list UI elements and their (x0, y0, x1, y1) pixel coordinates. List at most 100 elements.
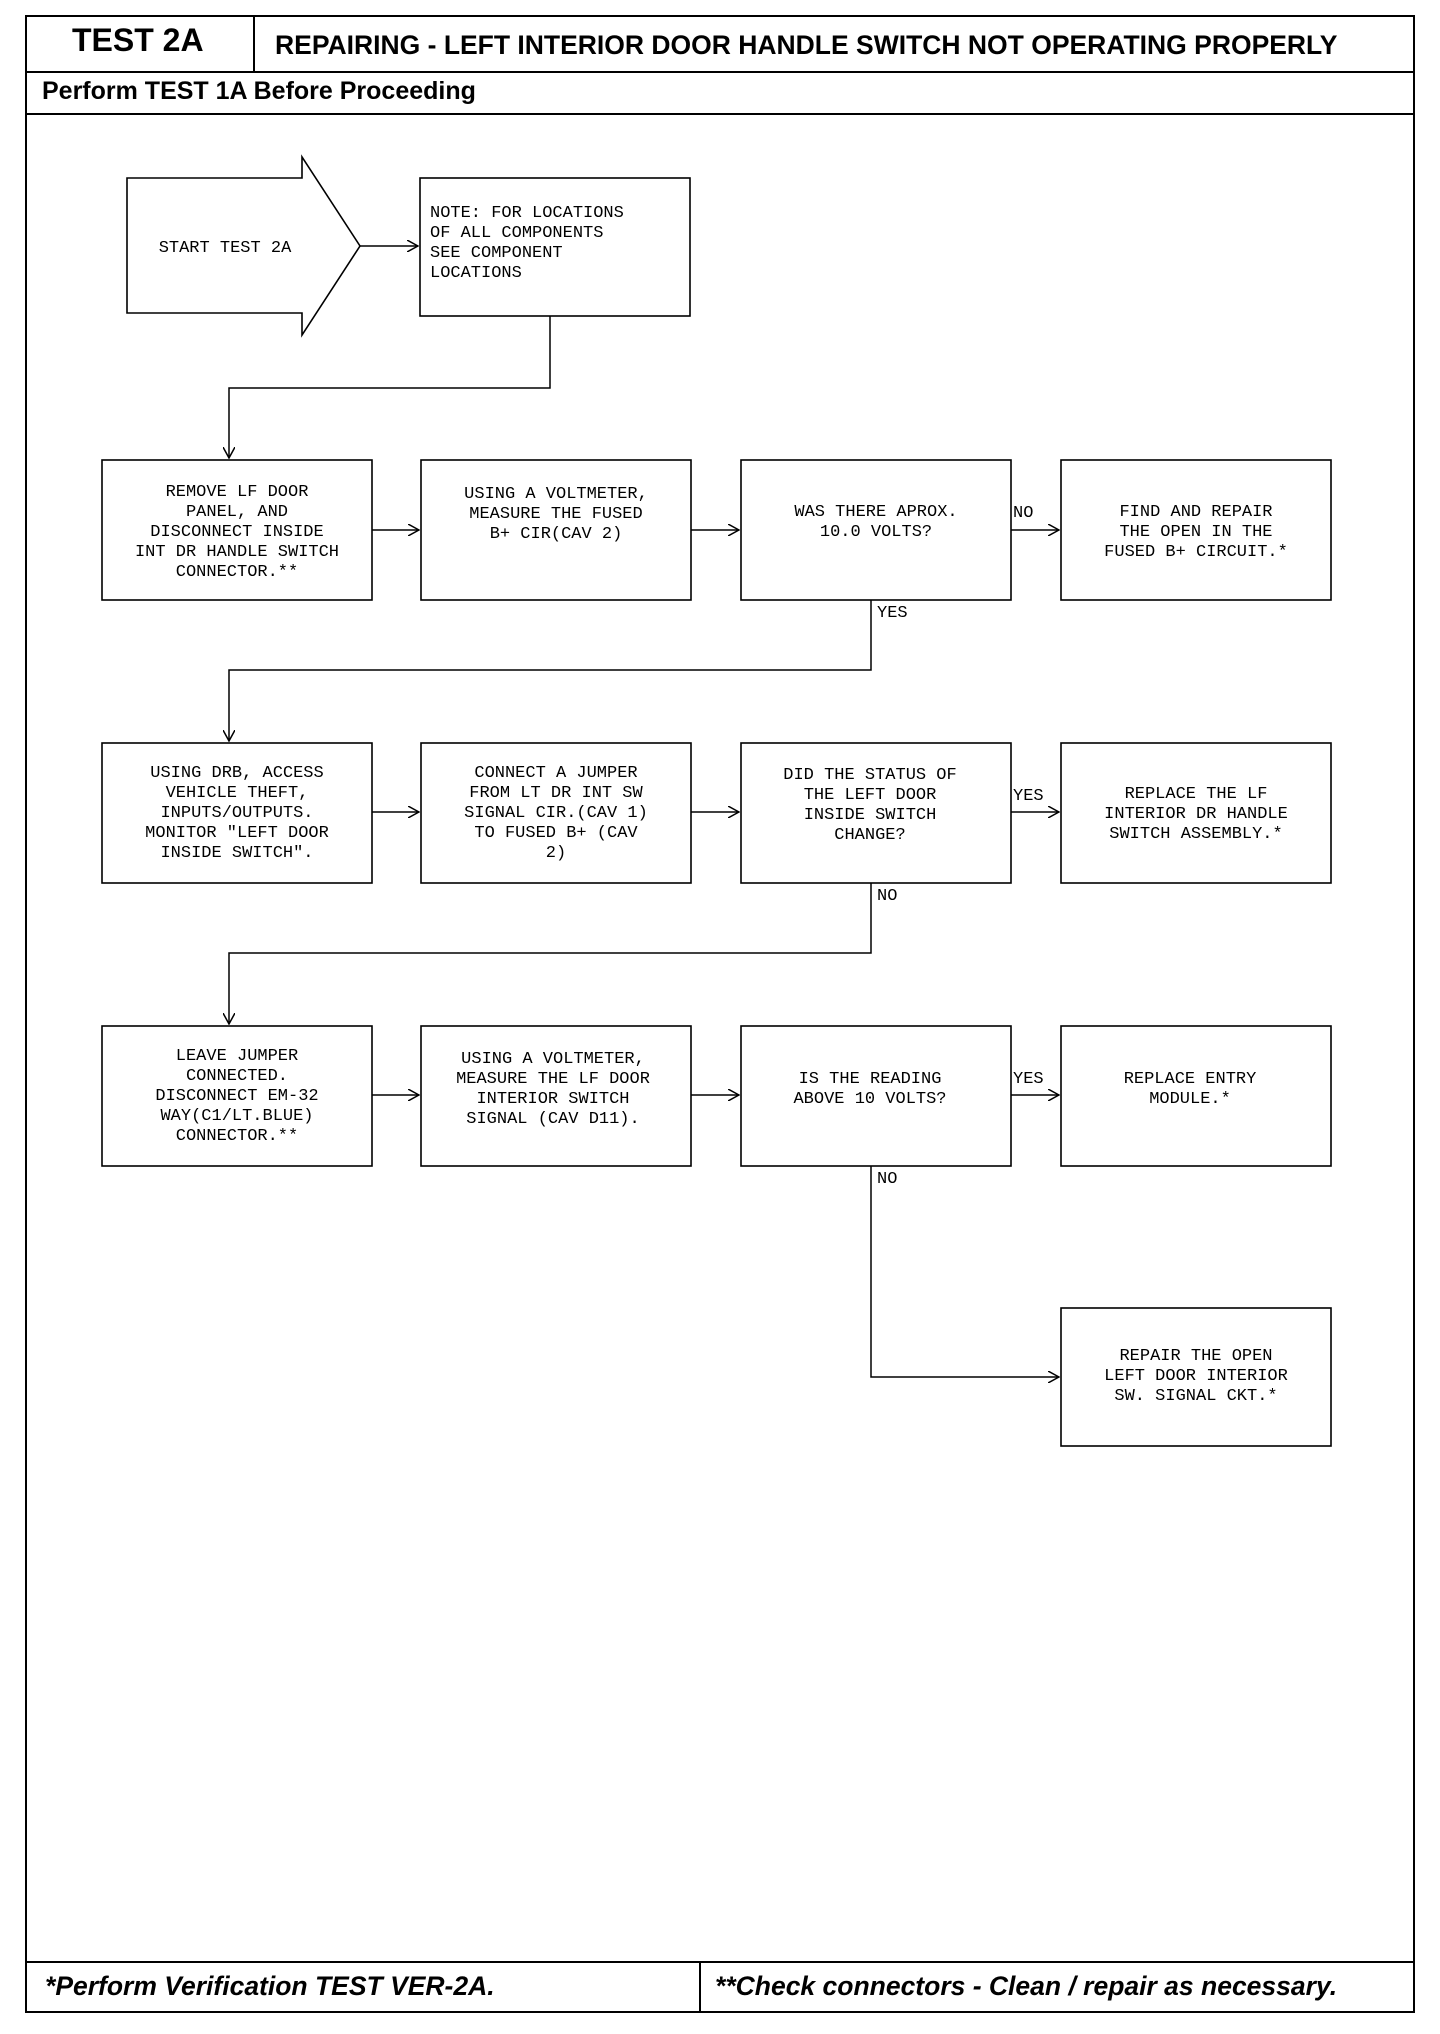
flow-text-line: NOTE: FOR LOCATIONS (430, 204, 624, 223)
flow-text-line: CONNECTOR.** (176, 1127, 298, 1146)
flow-text-line: DISCONNECT EM-32 (155, 1087, 318, 1106)
row2-no-label: NO (877, 887, 897, 906)
flow-text-line: SWITCH ASSEMBLY.* (1109, 825, 1282, 844)
test-id: TEST 2A (72, 22, 204, 58)
flow-text-line: CHANGE? (834, 826, 905, 845)
flow-text-line: DISCONNECT INSIDE (150, 523, 323, 542)
flow-text-line: INTERIOR SWITCH (476, 1090, 629, 1109)
flow-text-line: LEAVE JUMPER (176, 1047, 298, 1066)
flow-text-line: IS THE READING (799, 1070, 942, 1089)
row3-result-box (1060, 1025, 1332, 1167)
flow-text-line: START TEST 2A (159, 239, 292, 258)
prerequisite-note: Perform TEST 1A Before Proceeding (42, 77, 476, 105)
footer-left-box (25, 1961, 701, 2013)
flow-text-line: MEASURE THE FUSED (469, 505, 642, 524)
flow-text-line: CONNECTED. (186, 1067, 288, 1086)
flow-text-line: CONNECT A JUMPER (474, 764, 637, 783)
row3-step1-box (101, 1025, 373, 1167)
flow-text-line: 10.0 VOLTS? (820, 523, 932, 542)
flow-text-line: THE LEFT DOOR (804, 786, 937, 805)
flow-text-line: PANEL, AND (186, 503, 288, 522)
note-box (419, 177, 691, 317)
flow-text-line: USING A VOLTMETER, (461, 1050, 645, 1069)
flow-text-line: INSIDE SWITCH". (160, 844, 313, 863)
row3-step2-box (420, 1025, 692, 1167)
footer-right-box (699, 1961, 1415, 2013)
row2-no-arrow (229, 883, 872, 1024)
flow-text-line: FIND AND REPAIR (1119, 503, 1272, 522)
footer-verification-note: *Perform Verification TEST VER-2A. (45, 1971, 495, 2001)
footer-connector-note: **Check connectors - Clean / repair as n… (715, 1971, 1338, 2001)
row2-step1-box (101, 742, 373, 884)
flow-text-line: FUSED B+ CIRCUIT.* (1104, 543, 1288, 562)
flow-text-line: REMOVE LF DOOR (166, 483, 309, 502)
page-title: REPAIRING - LEFT INTERIOR DOOR HANDLE SW… (275, 30, 1338, 60)
row3-no-arrow (870, 1166, 1059, 1377)
row2-step2-box (420, 742, 692, 884)
flow-text-line: MONITOR "LEFT DOOR (145, 824, 329, 843)
row3-decision-box (740, 1025, 1012, 1167)
prerequisite-box (25, 71, 1415, 115)
flow-text-line: MODULE.* (1149, 1090, 1231, 1109)
row1-decision-text: WAS THERE APROX.10.0 VOLTS? (794, 503, 957, 542)
final-box (1060, 1307, 1332, 1447)
row3-step2-text: USING A VOLTMETER,MEASURE THE LF DOORINT… (456, 1050, 650, 1129)
row2-result-box (1060, 742, 1332, 884)
flow-text-line: DID THE STATUS OF (783, 766, 956, 785)
flow-text-line: 2) (546, 844, 566, 863)
start-shape (126, 154, 361, 338)
start-label: START TEST 2A (159, 239, 292, 258)
flow-text-line: REPLACE THE LF (1125, 785, 1268, 804)
flow-text-line: LEFT DOOR INTERIOR (1104, 1367, 1288, 1386)
flow-text-line: INTERIOR DR HANDLE (1104, 805, 1288, 824)
flow-text-line: VEHICLE THEFT, (166, 784, 309, 803)
row1-yes-label: YES (877, 604, 908, 623)
flow-text-line: FROM LT DR INT SW (469, 784, 643, 803)
row2-decision-box (740, 742, 1012, 884)
flow-text-line: CONNECTOR.** (176, 563, 298, 582)
row1-no-label: NO (1013, 504, 1033, 523)
flow-text-line: REPAIR THE OPEN (1119, 1347, 1272, 1366)
flow-text-line: MEASURE THE LF DOOR (456, 1070, 650, 1089)
flow-text-line: INPUTS/OUTPUTS. (160, 804, 313, 823)
flow-text-line: TO FUSED B+ (CAV (474, 824, 638, 843)
flow-text-line: USING DRB, ACCESS (150, 764, 323, 783)
flow-text-line: WAY(C1/LT.BLUE) (160, 1107, 313, 1126)
flow-text-line: INSIDE SWITCH (804, 806, 937, 825)
flow-text-line: SIGNAL CIR.(CAV 1) (464, 804, 648, 823)
note-to-row1-arrow (229, 316, 551, 458)
flow-text-line: SW. SIGNAL CKT.* (1114, 1387, 1277, 1406)
flow-text-line: WAS THERE APROX. (794, 503, 957, 522)
flow-text-line: ABOVE 10 VOLTS? (793, 1090, 946, 1109)
row1-result-box (1060, 459, 1332, 601)
row1-decision-box (740, 459, 1012, 601)
row3-no-label: NO (877, 1170, 897, 1189)
row3-yes-label: YES (1013, 1070, 1044, 1089)
row2-yes-label: YES (1013, 787, 1044, 806)
row1-yes-arrow (229, 600, 872, 741)
flow-text-line: THE OPEN IN THE (1119, 523, 1272, 542)
flow-text-line: B+ CIR(CAV 2) (490, 525, 623, 544)
flow-text-line: INT DR HANDLE SWITCH (135, 543, 339, 562)
flow-text-line: REPLACE ENTRY (1124, 1070, 1257, 1089)
flow-text-line: OF ALL COMPONENTS (430, 224, 603, 243)
row1-step1-box (101, 459, 373, 601)
flow-text-line: LOCATIONS (430, 264, 522, 283)
flow-text-line: SEE COMPONENT (430, 244, 563, 263)
flow-text-line: USING A VOLTMETER, (464, 485, 648, 504)
flow-text-line: SIGNAL (CAV D11). (466, 1110, 639, 1129)
